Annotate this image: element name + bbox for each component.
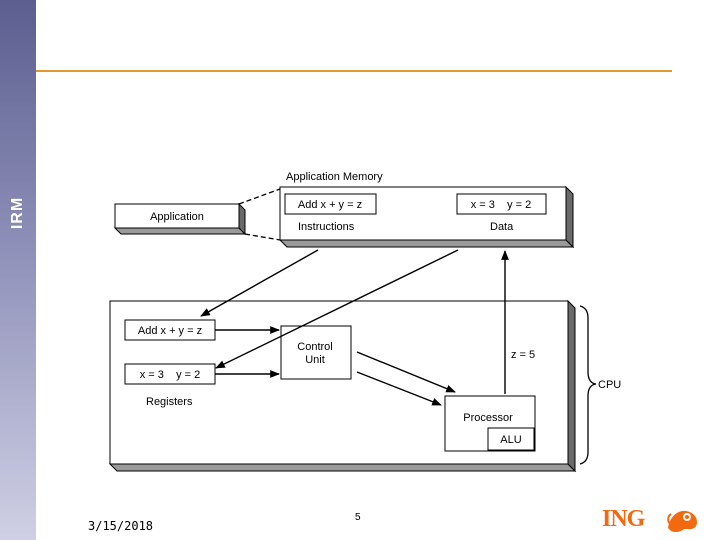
arrow-control-to-processor	[356, 351, 456, 393]
arrow-instructions-to-register	[200, 249, 319, 317]
arrow-control-to-processor-2	[356, 371, 442, 406]
data-box	[456, 193, 547, 215]
data-box-text: x = 3 y = 2	[471, 199, 532, 211]
footer-date: 3/15/2018	[88, 519, 154, 533]
alu-box	[487, 427, 535, 451]
header-rule	[36, 70, 672, 72]
application-memory-title: Application Memory	[286, 171, 383, 183]
instruction-box	[284, 193, 377, 215]
registers-label: Registers	[146, 396, 193, 408]
instructions-label: Instructions	[298, 221, 355, 233]
arrow-data-to-register	[215, 249, 459, 369]
data-label: Data	[490, 221, 514, 233]
control-unit-box	[280, 325, 352, 380]
lion-icon	[667, 510, 697, 533]
register-data-text: x = 3 y = 2	[140, 369, 201, 381]
logo-text: ING	[602, 506, 645, 532]
page-number: 5	[355, 512, 361, 523]
alu-label: ALU	[500, 434, 521, 446]
processor-label: Processor	[463, 412, 513, 424]
application-box	[113, 202, 247, 236]
result-label: z = 5	[511, 349, 535, 361]
application-label: Application	[150, 211, 204, 223]
instruction-box-text: Add x + y = z	[298, 199, 362, 211]
cpu-label: CPU	[598, 379, 621, 391]
dashed-link-top	[238, 188, 281, 205]
dashed-link-bottom	[244, 233, 281, 241]
control-unit-line2: Unit	[305, 354, 325, 366]
ing-logo: ING	[602, 502, 702, 536]
sidebar-bar: IRM	[0, 0, 36, 540]
cpu-brace	[579, 305, 597, 465]
register-instruction-text: Add x + y = z	[138, 325, 202, 337]
control-unit-line1: Control	[297, 341, 332, 353]
